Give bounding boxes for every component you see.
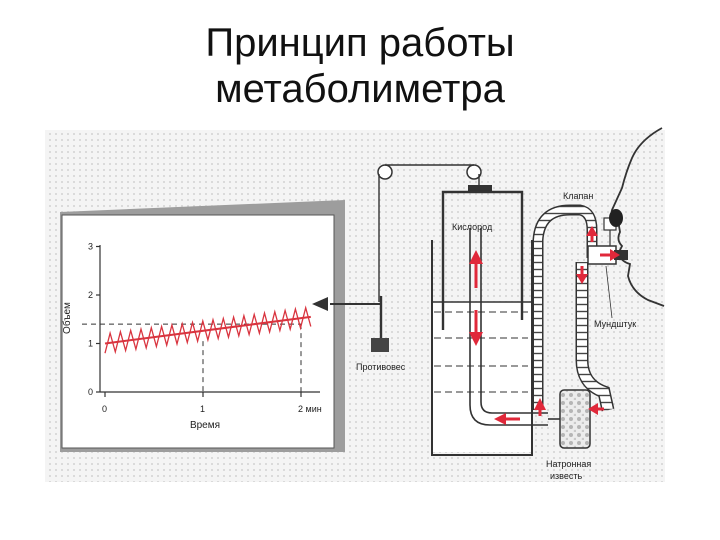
arrow-up-in-bell — [469, 250, 483, 288]
nose-clip — [609, 209, 623, 227]
x-tick-label: 1 — [200, 404, 205, 414]
kymograph-chart: 0 1 2 3 0 1 2 мин Объем Время — [60, 200, 345, 452]
water-tank — [431, 190, 548, 456]
arrow-into-mouth — [600, 249, 620, 261]
valve-label: Клапан — [563, 191, 593, 201]
soda-lime-canister — [559, 389, 591, 449]
x-axis-label: Время — [190, 420, 220, 431]
mouthpiece-pointer — [605, 265, 613, 319]
outlet-tube-inner — [480, 228, 548, 414]
soda-lime-label-1: Натронная — [546, 459, 591, 469]
bell-hook — [468, 185, 492, 191]
y-tick-label: 2 — [88, 290, 93, 300]
breathing-trace — [104, 305, 312, 355]
arrow-toward-canister — [588, 403, 604, 415]
outlet-tube — [469, 228, 548, 426]
oxygen-label: Кислород — [452, 222, 493, 232]
mouthpiece-label: Мундштук — [594, 319, 636, 329]
y-tick-label: 0 — [88, 387, 93, 397]
arrow-along-bottom-tube — [494, 413, 520, 425]
arrow-inhale-hose — [586, 226, 598, 242]
inhale-hose-fill — [534, 206, 596, 260]
slide-title: Принцип работы метаболиметра — [0, 20, 720, 112]
mouthpiece — [614, 250, 628, 260]
y-axis-label: Объем — [61, 302, 73, 334]
face-profile — [610, 127, 665, 307]
x-tick-label: 0 — [102, 404, 107, 414]
slide-title-line-1: Принцип работы — [205, 21, 515, 65]
y-tick-label: 3 — [88, 242, 93, 252]
x-tick-label: 2 мин — [298, 404, 322, 414]
counterweight — [371, 338, 389, 352]
soda-lime-label-2: известь — [550, 471, 582, 481]
flow-arrows — [469, 226, 620, 425]
tank-walls — [431, 240, 533, 456]
pen-arrow-icon — [312, 297, 328, 311]
oxygen-bell — [441, 190, 524, 330]
counterweight-label: Противовес — [356, 362, 406, 372]
trend-line — [104, 315, 311, 345]
arrow-up-canister-link — [534, 398, 546, 416]
arrow-down-in-bell — [469, 310, 483, 346]
arrow-exhale-hose — [576, 266, 588, 284]
pulley-linkage — [312, 164, 492, 352]
y-tick-label: 1 — [88, 339, 93, 349]
tank-water — [432, 302, 532, 452]
left-pulley — [377, 164, 393, 180]
exhale-hose-fill — [577, 262, 613, 412]
slide-title-line-2: метаболиметра — [215, 67, 505, 111]
